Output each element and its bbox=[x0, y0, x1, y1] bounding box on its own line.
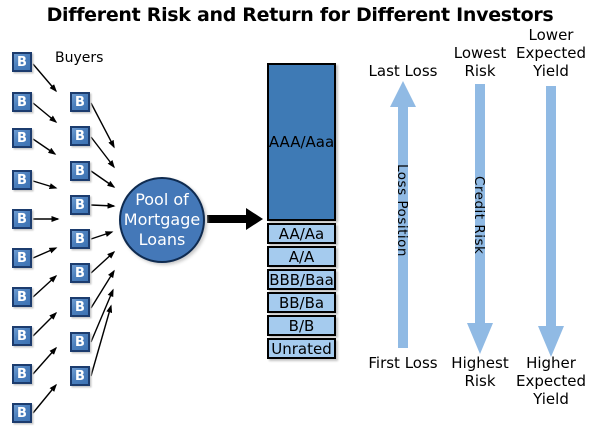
higher-yield-label: Higher Expected Yield bbox=[516, 354, 586, 408]
buyer-arrow bbox=[90, 269, 115, 309]
tranche-bbb: BBB/Baa bbox=[267, 269, 336, 290]
credit-risk-arrow-down bbox=[467, 84, 493, 354]
lowest-risk-label: Lowest Risk bbox=[453, 44, 507, 80]
diagram-title: Different Risk and Return for Different … bbox=[46, 4, 554, 26]
buyer-box: B bbox=[70, 263, 90, 283]
buyer-arrow bbox=[32, 180, 58, 189]
buyer-arrow bbox=[90, 136, 115, 169]
highest-risk-label: Highest Risk bbox=[451, 354, 509, 390]
buyer-box: B bbox=[12, 287, 32, 307]
buyer-arrow bbox=[90, 288, 114, 343]
buyer-box: B bbox=[70, 195, 90, 215]
pool-line: Pool of bbox=[135, 190, 189, 209]
buyer-box: B bbox=[70, 126, 90, 146]
buyer-box: B bbox=[70, 92, 90, 112]
buyer-box: B bbox=[12, 170, 32, 190]
buyer-arrow bbox=[90, 202, 116, 209]
buyer-arrow bbox=[90, 102, 115, 149]
buyer-box: B bbox=[12, 326, 32, 346]
mortgage-pool-circle: Pool of Mortgage Loans bbox=[119, 177, 205, 263]
buyer-arrow bbox=[90, 231, 114, 240]
buyer-arrow bbox=[32, 63, 57, 93]
last-loss-label: Last Loss bbox=[368, 62, 438, 80]
tranche-stack: AAA/Aaa AA/Aa A/A BBB/Baa BB/Ba B/B Unra… bbox=[267, 63, 336, 363]
buyer-box: B bbox=[12, 403, 32, 423]
buyer-arrow bbox=[90, 170, 116, 188]
buyer-box: B bbox=[70, 332, 90, 352]
tranche-a: A/A bbox=[267, 246, 336, 267]
pool-to-tranches-arrow bbox=[207, 208, 263, 230]
buyer-box: B bbox=[12, 128, 32, 148]
buyers-label: Buyers bbox=[55, 50, 104, 66]
buyer-box: B bbox=[12, 209, 32, 229]
buyer-box: B bbox=[12, 248, 32, 268]
buyer-arrow bbox=[90, 250, 116, 274]
buyer-arrow bbox=[32, 138, 57, 155]
buyer-box: B bbox=[70, 161, 90, 181]
loss-position-label: Loss Position bbox=[394, 164, 410, 257]
expected-yield-arrow-down bbox=[538, 86, 564, 357]
buyer-arrow bbox=[32, 311, 58, 337]
buyer-box: B bbox=[70, 229, 90, 249]
buyer-box: B bbox=[12, 364, 32, 384]
buyer-box: B bbox=[70, 297, 90, 317]
lower-yield-label: Lower Expected Yield bbox=[516, 26, 586, 80]
first-loss-label: First Loss bbox=[368, 354, 438, 372]
buyer-arrow bbox=[32, 247, 58, 259]
tranche-bb: BB/Ba bbox=[267, 292, 336, 313]
tranche-b: B/B bbox=[267, 315, 336, 336]
pool-line: Loans bbox=[138, 230, 186, 249]
buyer-arrow bbox=[32, 346, 57, 375]
buyer-arrows-col2 bbox=[90, 102, 116, 377]
buyer-box: B bbox=[12, 52, 32, 72]
buyer-arrow bbox=[32, 274, 58, 298]
buyer-arrows-col1 bbox=[32, 63, 60, 414]
buyer-box: B bbox=[70, 366, 90, 386]
buyer-arrow bbox=[32, 102, 58, 123]
buyer-box: B bbox=[12, 92, 32, 112]
tranche-aa: AA/Aa bbox=[267, 223, 336, 244]
buyer-arrow bbox=[32, 383, 57, 414]
credit-risk-label: Credit Risk bbox=[471, 176, 487, 255]
pool-line: Mortgage bbox=[123, 210, 201, 229]
buyer-arrow bbox=[90, 304, 113, 377]
tranche-aaa: AAA/Aaa bbox=[267, 63, 336, 221]
loss-position-arrow-up bbox=[390, 81, 416, 348]
tranche-unrated: Unrated bbox=[267, 338, 336, 359]
